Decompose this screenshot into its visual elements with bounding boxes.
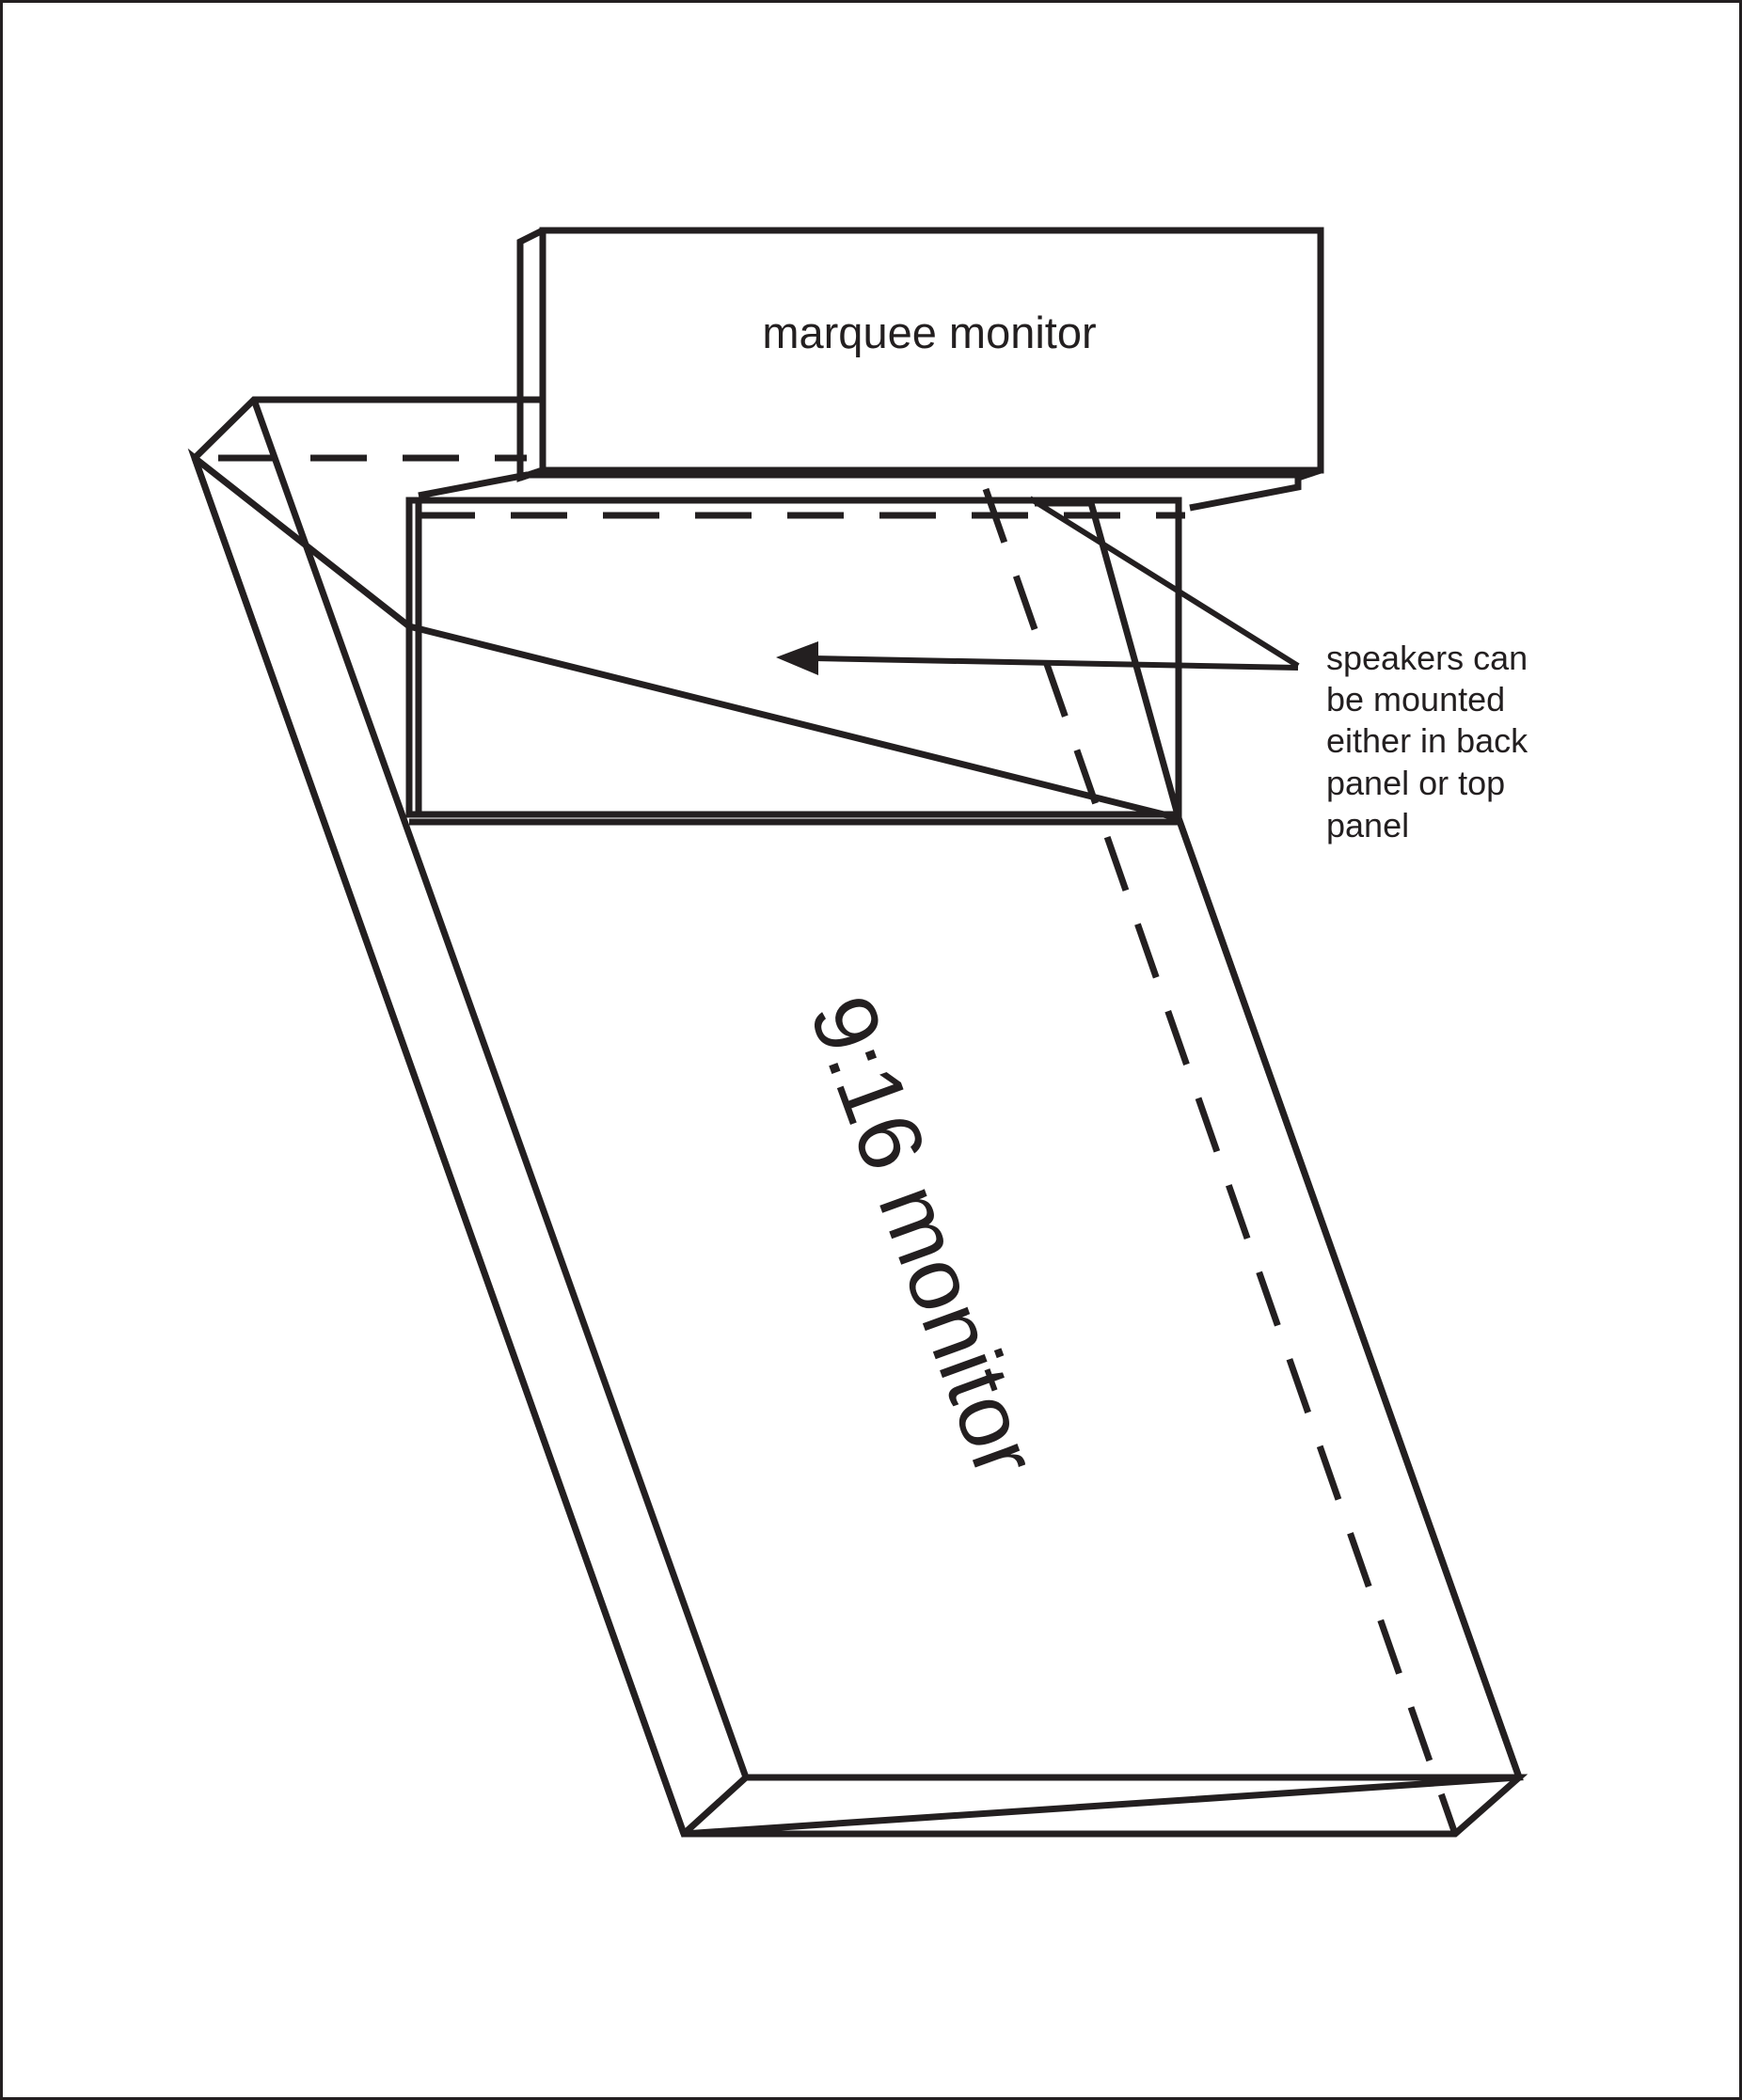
speakers-note-line-5: panel bbox=[1326, 806, 1409, 845]
main-monitor-top-left-bevel bbox=[192, 396, 543, 461]
speakers-note-line-2: be mounted bbox=[1326, 680, 1505, 718]
marquee-monitor-bottom bbox=[518, 466, 1322, 482]
main-monitor-inner-left-edge bbox=[250, 398, 750, 1779]
speaker-panel-front bbox=[405, 497, 1182, 818]
speakers-note-line-4: panel or top bbox=[1326, 764, 1505, 802]
main-monitor-right-edge bbox=[1175, 816, 1523, 1779]
marquee-monitor-box: marquee monitor bbox=[516, 227, 1324, 482]
speaker-panel bbox=[405, 471, 1302, 826]
speakers-note-line-3: either in back bbox=[1326, 721, 1528, 760]
marquee-monitor-label: marquee monitor bbox=[762, 308, 1096, 357]
callout-line-lower bbox=[813, 655, 1299, 671]
hidden-back-edge bbox=[982, 487, 1459, 1836]
callout-line-upper bbox=[1028, 496, 1300, 669]
speaker-callout bbox=[776, 496, 1300, 675]
main-monitor-box bbox=[187, 396, 1528, 1838]
arrow-head-icon bbox=[776, 641, 818, 675]
speakers-note-line-1: speakers can bbox=[1326, 639, 1528, 677]
main-monitor-left-edge bbox=[191, 456, 688, 1836]
speakers-note: speakers can be mounted either in back p… bbox=[1326, 639, 1537, 845]
